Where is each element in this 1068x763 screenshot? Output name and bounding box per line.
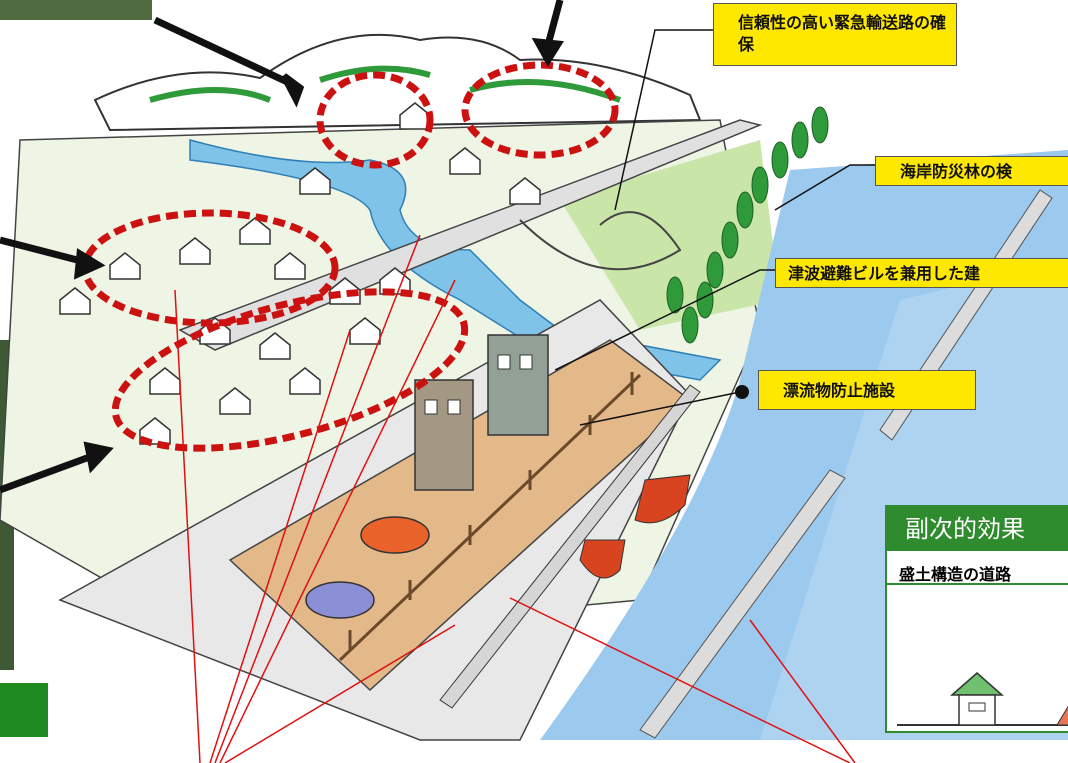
house-icon (950, 672, 1004, 696)
secondary-effects-title: 副次的効果 (887, 507, 1068, 551)
boats (579, 474, 691, 579)
callout-evacuation-building: 津波避難ビルを兼用した建 (775, 258, 1068, 288)
embankment-sketch (897, 672, 1068, 726)
breakwater-2 (639, 469, 846, 739)
photo-fragment-top-left (0, 0, 152, 20)
callout-coastal-forest: 海岸防災林の検 (875, 156, 1068, 186)
callout-leaders (554, 29, 875, 426)
callout-emergency-route: 信頼性の高い緊急輸送路の確保 (713, 3, 957, 66)
target-area-circles (81, 61, 619, 452)
callout-debris-facility: 漂流物防止施設 (758, 370, 976, 410)
interchange (519, 211, 682, 271)
seawall (439, 384, 701, 709)
red-pointer-lines (174, 234, 856, 763)
evacuation-buildings (414, 334, 549, 491)
embankment-icon (1056, 705, 1068, 726)
houses (59, 102, 541, 445)
black-arrows (0, 0, 564, 494)
cars (305, 516, 430, 619)
secondary-effects-subtitle: 盛土構造の道路 (887, 551, 1068, 585)
coastal-forest (666, 106, 829, 344)
green-block-bottom-left (0, 683, 48, 737)
mountain-greenery (149, 65, 622, 103)
secondary-effects-panel: 副次的効果 盛土構造の道路 (885, 505, 1068, 733)
leader-dot (735, 385, 749, 399)
river (189, 139, 722, 381)
